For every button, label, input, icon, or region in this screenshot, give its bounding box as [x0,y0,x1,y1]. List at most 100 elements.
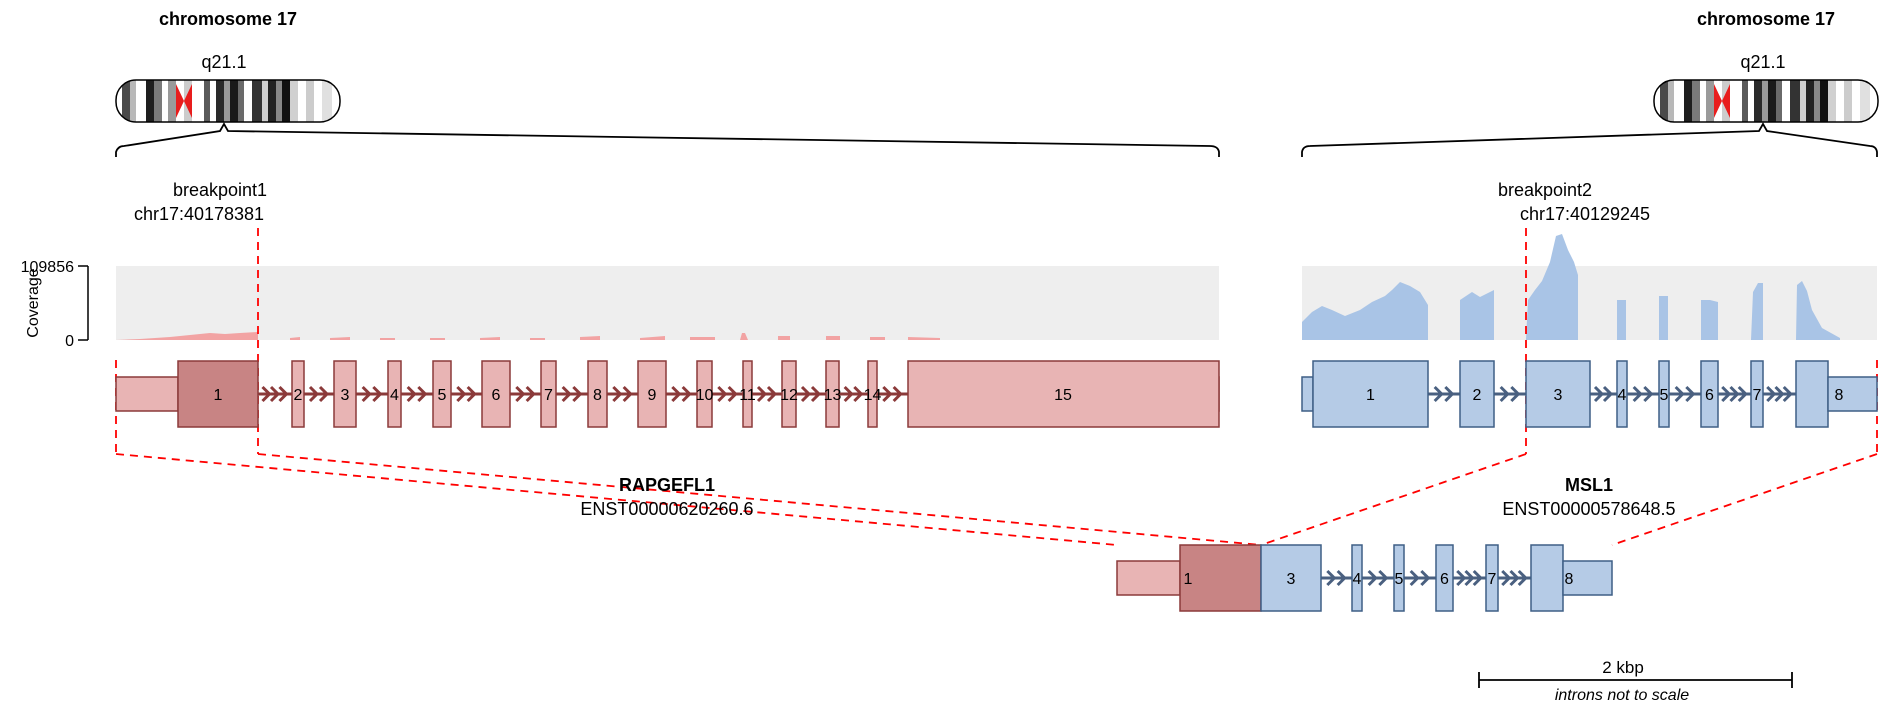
intron-arrow [278,385,289,403]
chromosome-band [290,80,298,122]
exon-2 [291,360,305,428]
intron-arrow [892,385,903,403]
intron-arrow [406,385,417,403]
left-chromosome-title: chromosome 17 [159,9,297,29]
exon-9 [637,360,667,428]
exon-8-label: 8 [1835,387,1844,404]
fusion-exon-5 [1393,544,1405,612]
coverage-axis: 109856 0 Coverage [21,259,89,350]
intron-arrow [717,385,728,403]
utr-block [1116,560,1181,596]
exon-14 [867,360,878,428]
intron-arrow [1774,385,1785,403]
gene1-transcript-id: ENST00000620260.6 [580,499,753,519]
intron-arrow [1378,569,1389,587]
intron-arrow [756,385,768,403]
chromosome-band [1768,80,1776,122]
intron-arrow [1444,385,1455,403]
exon-9-label: 9 [648,387,657,404]
chromosome-band [1654,80,1660,122]
chromosome-band [282,80,290,122]
intron-arrow [417,385,428,403]
chromosome-band [1860,80,1870,122]
exon-6 [1700,360,1719,428]
intron-arrow [1517,569,1528,587]
chromosome-band [136,80,146,122]
intron-arrow [515,385,526,403]
fusion-exon-6 [1435,544,1454,612]
chromosome-band [238,80,244,122]
intron-arrow [1721,385,1732,403]
exon-5 [432,360,452,428]
chromosome-band [1806,80,1814,122]
exon-4 [1616,360,1628,428]
exon-7 [1750,360,1764,428]
intron-arrow [612,385,623,403]
chromosome-band [1852,80,1860,122]
scale-bar-note: introns not to scale [1555,687,1689,704]
exon-12 [781,360,797,428]
intron-arrow [766,385,778,403]
breakpoint1-label: breakpoint1 [173,180,267,200]
chromosome-band [1828,80,1836,122]
chromosome-band [298,80,306,122]
breakpoint1-position: chr17:40178381 [134,204,264,224]
exon-3 [1525,360,1591,428]
intron-arrow [1685,385,1696,403]
exon-1 [1312,360,1429,428]
exon-10-label: 10 [696,387,714,404]
fusion-exon-3 [1260,544,1322,612]
intron-arrow [1336,569,1347,587]
left-zoom-bracket [115,122,1220,157]
intron-arrow [525,385,536,403]
intron-arrow [372,385,383,403]
exon-3-label: 3 [1554,387,1563,404]
intron-arrow [456,385,467,403]
fusion-exon-7-label: 7 [1488,571,1497,588]
intron-arrow [800,385,812,403]
exon-5 [1658,360,1670,428]
exon-11-label: 11 [739,387,756,404]
exon-8 [587,360,608,428]
fusion-exon-6-label: 6 [1440,571,1449,588]
intron-arrow [1510,385,1521,403]
intron-arrow [1766,385,1777,403]
exon-13-label: 13 [824,387,842,404]
intron-arrow [1464,569,1475,587]
left-coverage-panel [116,266,1219,340]
chromosome-band [130,80,136,122]
gene2-name: MSL1 [1565,475,1613,495]
right-coverage-track [1302,234,1840,340]
intron-arrow [810,385,822,403]
gene1-name: RAPGEFL1 [619,475,715,495]
utr-block [1562,560,1613,596]
chromosome-band [314,80,322,122]
fusion-exon-8-label: 8 [1565,571,1574,588]
exon-7-label: 7 [1753,387,1762,404]
exon-8 [1795,360,1829,428]
intron-arrow [622,385,633,403]
exon-7-label: 7 [544,387,553,404]
intron-arrow [1593,385,1605,403]
exon-15-label: 15 [1054,387,1072,404]
fusion-exon-1 [1179,544,1262,612]
chromosome-band [262,80,268,122]
chromosome-band [1844,80,1852,122]
intron-arrow [572,385,583,403]
exon-6-label: 6 [1705,387,1714,404]
exon-12-label: 12 [780,387,798,404]
exon-3-label: 3 [341,387,350,404]
intron-arrow [261,385,272,403]
intron-arrow [1367,569,1378,587]
chromosome-band [1742,80,1748,122]
intron-arrow [727,385,738,403]
intron-arrow [1420,569,1431,587]
chromosome-band [306,80,314,122]
intron-arrow [1472,569,1483,587]
chromosome-band [1814,80,1820,122]
utr-block [1827,376,1878,412]
intron-arrow [466,385,477,403]
exon-10 [696,360,713,428]
exon-8-label: 8 [593,387,602,404]
